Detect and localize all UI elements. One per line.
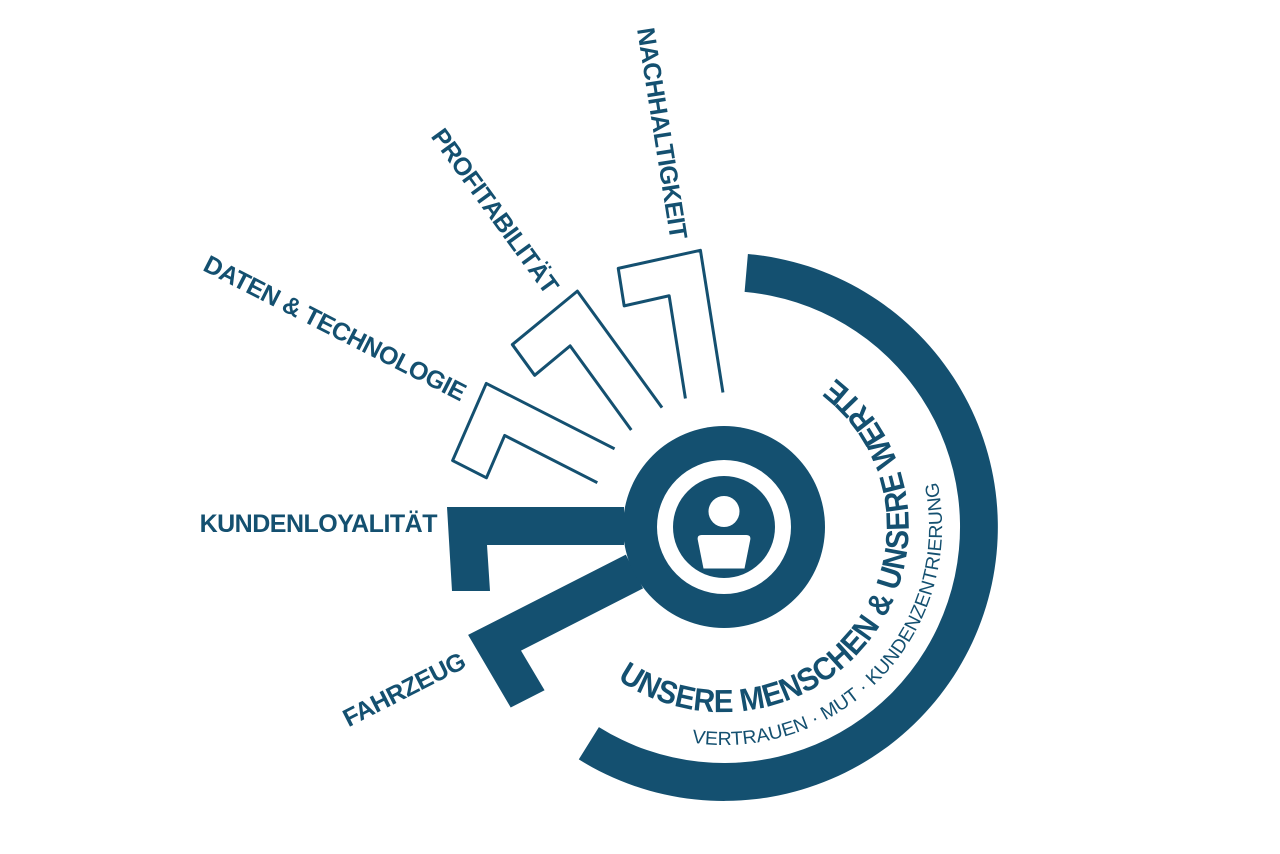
center-hub (623, 426, 825, 628)
outer-ring-arc (578, 254, 998, 801)
person-body (697, 535, 751, 569)
spoke-daten-technologie-icon (446, 381, 617, 526)
label-kundenloyalitaet: KUNDENLOYALITÄT (200, 510, 438, 538)
label-profitabilitaet: PROFITABILITÄT (425, 123, 563, 299)
person-icon (697, 496, 751, 569)
label-nachhaltigkeit: NACHHALTIGKEIT (631, 26, 692, 241)
label-fahrzeug: FAHRZEUG (338, 647, 470, 733)
label-daten-technologie: DATEN & TECHNOLOGIE (199, 250, 470, 407)
person-head (708, 496, 740, 527)
